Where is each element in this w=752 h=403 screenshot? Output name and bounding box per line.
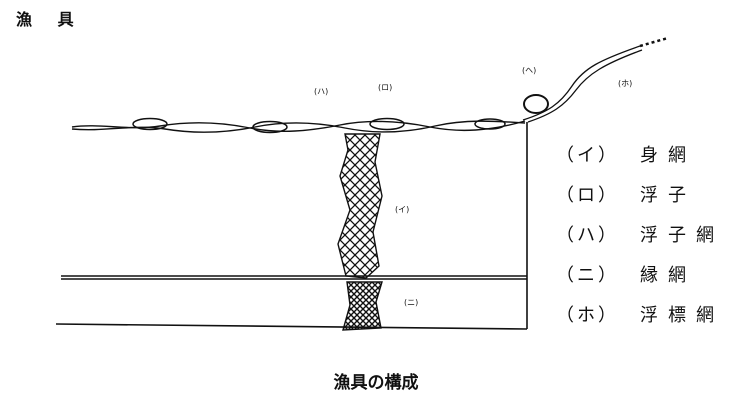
tag-he: (ヘ) <box>522 66 536 75</box>
legend-item: （ホ） 浮標網 <box>556 294 724 334</box>
net-outline <box>55 122 528 330</box>
tag-ho: (ホ) <box>618 79 632 88</box>
main-net-mesh <box>337 133 383 279</box>
legend-term: 浮子網 <box>640 225 724 246</box>
float-rope <box>71 120 526 133</box>
legend-key: （ホ） <box>556 305 619 326</box>
page-title: 漁 具 <box>16 10 84 29</box>
tag-ha: (ハ) <box>314 87 328 96</box>
float <box>132 117 506 134</box>
tag-ni: (ニ) <box>404 298 418 307</box>
legend-item: （ハ） 浮子網 <box>556 214 724 254</box>
legend-term: 浮子 <box>640 185 696 206</box>
legend-item: （ロ） 浮子 <box>556 174 724 214</box>
legend-item: （ニ） 縁網 <box>556 254 724 294</box>
buoy-rope <box>522 36 669 123</box>
buoy <box>523 94 549 114</box>
legend-term: 身網 <box>640 145 696 166</box>
legend-term: 浮標網 <box>640 305 724 326</box>
diagram-caption: 漁具の構成 <box>333 373 419 393</box>
legend-key: （ニ） <box>556 265 619 286</box>
legend-key: （イ） <box>556 145 619 166</box>
tag-i: (イ) <box>395 205 409 214</box>
tag-ro: (ロ) <box>378 83 392 92</box>
selvedge-net-mesh <box>342 281 383 331</box>
legend-term: 縁網 <box>640 265 696 286</box>
legend: （イ） 身網 （ロ） 浮子 （ハ） 浮子網 （ニ） 縁網 （ホ） 浮標網 <box>556 134 724 334</box>
legend-key: （ハ） <box>556 225 619 246</box>
legend-item: （イ） 身網 <box>556 134 724 174</box>
legend-key: （ロ） <box>556 185 619 206</box>
